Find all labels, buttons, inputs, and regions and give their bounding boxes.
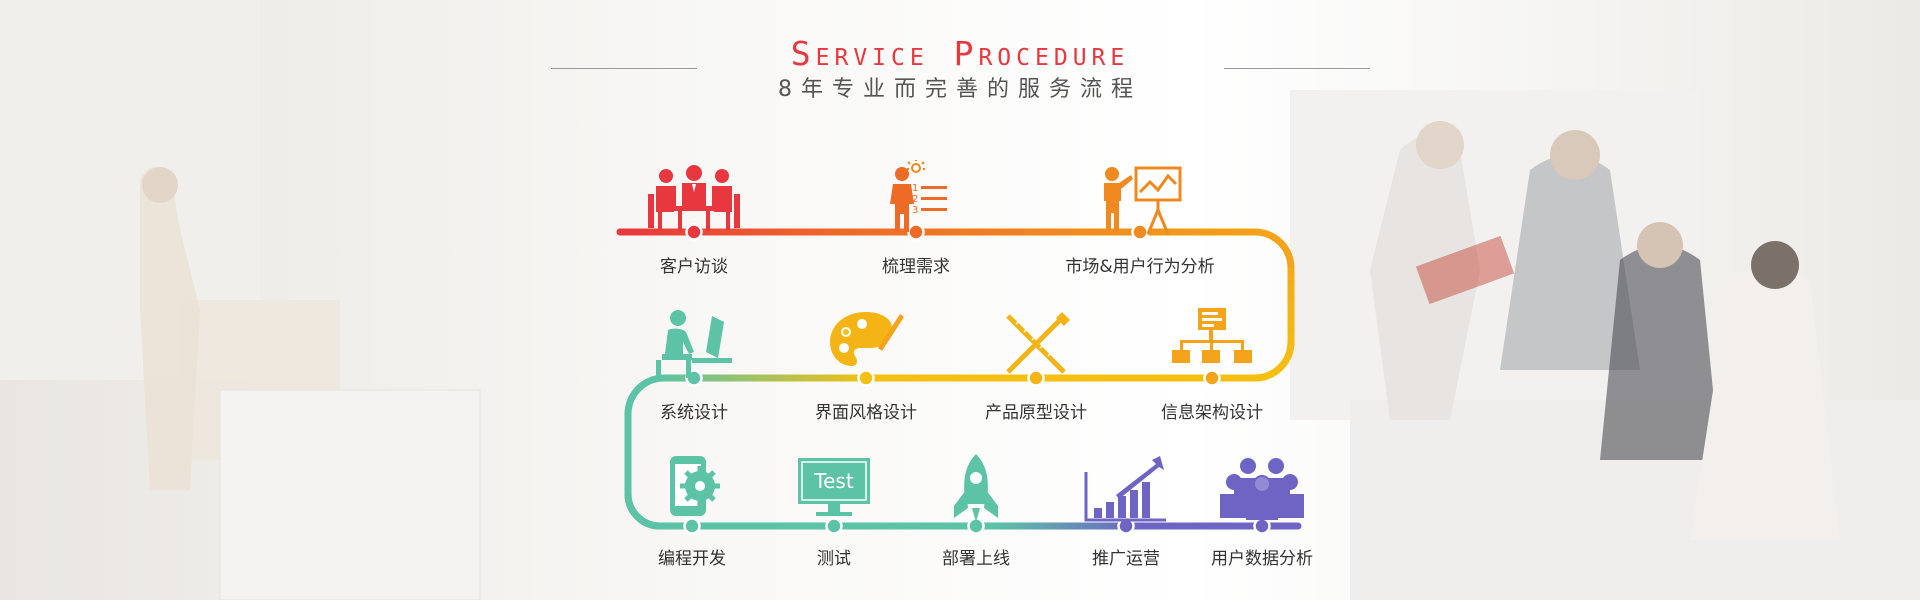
presentation-board-icon <box>1104 166 1182 235</box>
palette-icon <box>830 312 904 366</box>
requirements-list-icon: 1 2 3 <box>890 160 947 232</box>
step-label: 部署上线 <box>942 549 1010 569</box>
sitemap-icon <box>1172 308 1252 363</box>
step-node-dot <box>825 517 843 535</box>
title-rule-left <box>551 68 697 69</box>
computer-user-icon <box>656 310 732 378</box>
test-monitor-icon: Test <box>798 458 870 516</box>
step-information-architecture[interactable]: 信息架构设计 <box>1112 306 1312 423</box>
section-title: Service Procedure <box>790 34 1130 73</box>
section-header: Service Procedure 8年专业而完善的服务流程 <box>0 34 1920 104</box>
phone-gear-icon <box>670 456 720 516</box>
svg-text:2: 2 <box>912 194 918 205</box>
step-label: 推广运营 <box>1092 549 1160 569</box>
step-prototype-design[interactable]: 产品原型设计 <box>936 306 1136 423</box>
step-label: 测试 <box>817 549 851 569</box>
growth-chart-icon <box>1084 456 1166 522</box>
step-promotion[interactable]: 推广运营 <box>1026 452 1226 569</box>
step-label: 用户数据分析 <box>1211 549 1313 569</box>
step-label: 市场&用户行为分析 <box>1065 257 1215 277</box>
svg-text:3: 3 <box>912 205 918 216</box>
step-node-dot <box>1203 369 1221 387</box>
step-ui-style-design[interactable]: 界面风格设计 <box>766 306 966 423</box>
step-label: 梳理需求 <box>882 257 950 277</box>
step-label: 界面风格设计 <box>815 403 917 423</box>
step-user-data-analysis[interactable]: 用户数据分析 <box>1162 452 1362 569</box>
step-market-analysis[interactable]: 市场&用户行为分析 <box>1040 160 1240 277</box>
step-node-dot <box>1027 369 1045 387</box>
step-deployment[interactable]: 部署上线 <box>876 452 1076 569</box>
step-node-dot <box>683 517 701 535</box>
step-label: 编程开发 <box>658 549 726 569</box>
section-subtitle: 8年专业而完善的服务流程 <box>778 77 1142 102</box>
svg-text:Test: Test <box>813 469 854 493</box>
rocket-icon <box>954 454 998 522</box>
step-label: 产品原型设计 <box>985 403 1087 423</box>
svg-text:1: 1 <box>912 183 918 194</box>
step-requirements[interactable]: 1 2 3 梳理需求 <box>816 160 1016 277</box>
step-testing[interactable]: Test 测试 <box>734 452 934 569</box>
step-label: 信息架构设计 <box>1161 403 1263 423</box>
step-system-design[interactable]: 系统设计 <box>594 306 794 423</box>
user-group-icon <box>1220 458 1304 520</box>
ruler-pencil-icon <box>1006 312 1070 374</box>
step-customer-interview[interactable]: 客户访谈 <box>594 160 794 277</box>
step-node-dot <box>857 369 875 387</box>
step-development[interactable]: 编程开发 <box>592 452 792 569</box>
step-label: 客户访谈 <box>660 257 728 277</box>
step-label: 系统设计 <box>660 403 728 423</box>
step-node-dot <box>685 223 703 241</box>
meeting-icon <box>648 165 740 231</box>
title-rule-right <box>1224 68 1370 69</box>
